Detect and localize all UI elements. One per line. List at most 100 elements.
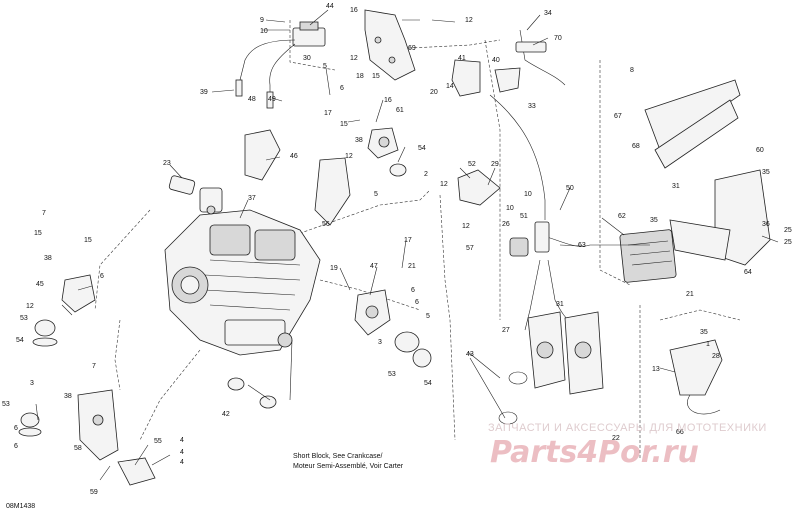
watermark-logo: Parts4Por.ru <box>490 435 699 470</box>
callout-label: 15 <box>340 121 348 128</box>
callout-label: 46 <box>290 153 298 160</box>
callout-label: 53 <box>388 371 396 378</box>
callout-label: 40 <box>492 57 500 64</box>
callout-label: 55 <box>154 438 162 445</box>
callout-label: 17 <box>404 237 412 244</box>
callout-label: 5 <box>374 191 378 198</box>
callout-label: 3 <box>30 380 34 387</box>
watermark: ЗАПЧАСТИ И АКСЕССУАРЫ ДЛЯ МОТОТЕХНИКИ Pa… <box>488 422 766 470</box>
callout-label: 29 <box>491 161 499 168</box>
callout-label: 54 <box>418 145 426 152</box>
callout-label: 12 <box>26 303 34 310</box>
front-mount-bracket <box>18 389 119 461</box>
diagram-code: 08M1438 <box>6 503 35 510</box>
callout-label: 17 <box>324 110 332 117</box>
callout-label: 50 <box>566 185 574 192</box>
callout-label: 22 <box>612 435 620 442</box>
callout-label: 35 <box>762 169 770 176</box>
callout-label: 25 <box>784 227 792 234</box>
callout-label: 4 <box>180 459 184 466</box>
gasket <box>168 175 196 195</box>
callout-label: 16 <box>384 97 392 104</box>
ecu-module <box>619 229 677 283</box>
callout-label: 69 <box>408 45 416 52</box>
callout-label: 34 <box>544 10 552 17</box>
throttle-bodies <box>527 311 604 395</box>
callout-label: 8 <box>630 67 634 74</box>
spark-plug-wires <box>235 39 296 109</box>
callout-label: 16 <box>350 7 358 14</box>
callout-label: 41 <box>458 55 466 62</box>
engine-mount-top <box>367 127 407 177</box>
callout-label: 45 <box>36 281 44 288</box>
callout-label: 21 <box>408 263 416 270</box>
callout-label: 53 <box>2 401 10 408</box>
callout-label: 43 <box>466 351 474 358</box>
callout-label: 6 <box>100 273 104 280</box>
exhaust-bracket <box>244 129 281 181</box>
callout-label: 23 <box>163 160 171 167</box>
callout-label: 31 <box>556 301 564 308</box>
callout-label: 15 <box>372 73 380 80</box>
callout-label: 10 <box>524 191 532 198</box>
callout-label: 39 <box>200 89 208 96</box>
callout-label: 38 <box>355 137 363 144</box>
callout-label: 51 <box>520 213 528 220</box>
callout-label: 52 <box>468 161 476 168</box>
callout-label: 70 <box>554 35 562 42</box>
sensor-bracket <box>451 59 521 97</box>
callout-label: 5 <box>323 63 327 70</box>
callout-label: 3 <box>378 339 382 346</box>
callout-label: 4 <box>180 449 184 456</box>
callout-label: 37 <box>248 195 256 202</box>
callout-label: 54 <box>424 380 432 387</box>
callout-label: 28 <box>712 353 720 360</box>
callout-label: 12 <box>440 181 448 188</box>
callout-label: 59 <box>90 489 98 496</box>
mounting-bracket-upper <box>364 9 416 81</box>
callout-label: 68 <box>632 143 640 150</box>
callout-label: 1 <box>706 341 710 348</box>
callout-label: 25 <box>784 239 792 246</box>
callout-label: 6 <box>411 287 415 294</box>
callout-label: 12 <box>465 17 473 24</box>
ignition-coil <box>292 21 326 47</box>
short-block-note-line1: Short Block, See Crankcase/ <box>293 453 383 460</box>
hose-clamps <box>498 371 528 425</box>
callout-label: 35 <box>650 217 658 224</box>
callout-label: 56 <box>322 221 330 228</box>
callout-label: 64 <box>744 269 752 276</box>
ecu-mount-bracket <box>669 169 771 266</box>
callout-label: 27 <box>502 327 510 334</box>
callout-label: 31 <box>672 183 680 190</box>
throttle-cable-upper <box>489 29 566 220</box>
callout-label: 54 <box>16 337 24 344</box>
engine-cover-bracket <box>644 79 741 169</box>
callout-label: 60 <box>756 147 764 154</box>
callout-label: 5 <box>426 313 430 320</box>
rear-mount-bracket <box>669 339 723 415</box>
callout-label: 6 <box>14 443 18 450</box>
callout-label: 14 <box>446 83 454 90</box>
callout-label: 4 <box>180 437 184 444</box>
callout-label: 57 <box>466 245 474 252</box>
callout-label: 44 <box>326 3 334 10</box>
callout-label: 47 <box>370 263 378 270</box>
callout-label: 30 <box>303 55 311 62</box>
engine-block <box>164 209 321 356</box>
callout-leaders <box>35 9 779 481</box>
callout-label: 36 <box>762 221 770 228</box>
callout-label: 53 <box>20 315 28 322</box>
callout-label: 38 <box>44 255 52 262</box>
callout-labels: 44 9 10 30 16 12 12 34 70 69 41 40 5 6 1… <box>2 3 792 496</box>
dashed-guide-lines <box>94 20 741 460</box>
callout-label: 67 <box>614 113 622 120</box>
callout-label: 12 <box>350 55 358 62</box>
middle-engine-mount <box>354 289 432 368</box>
callout-label: 2 <box>424 171 428 178</box>
callout-label: 15 <box>84 237 92 244</box>
oil-pump <box>199 187 223 215</box>
callout-label: 20 <box>430 89 438 96</box>
callout-label: 66 <box>676 429 684 436</box>
